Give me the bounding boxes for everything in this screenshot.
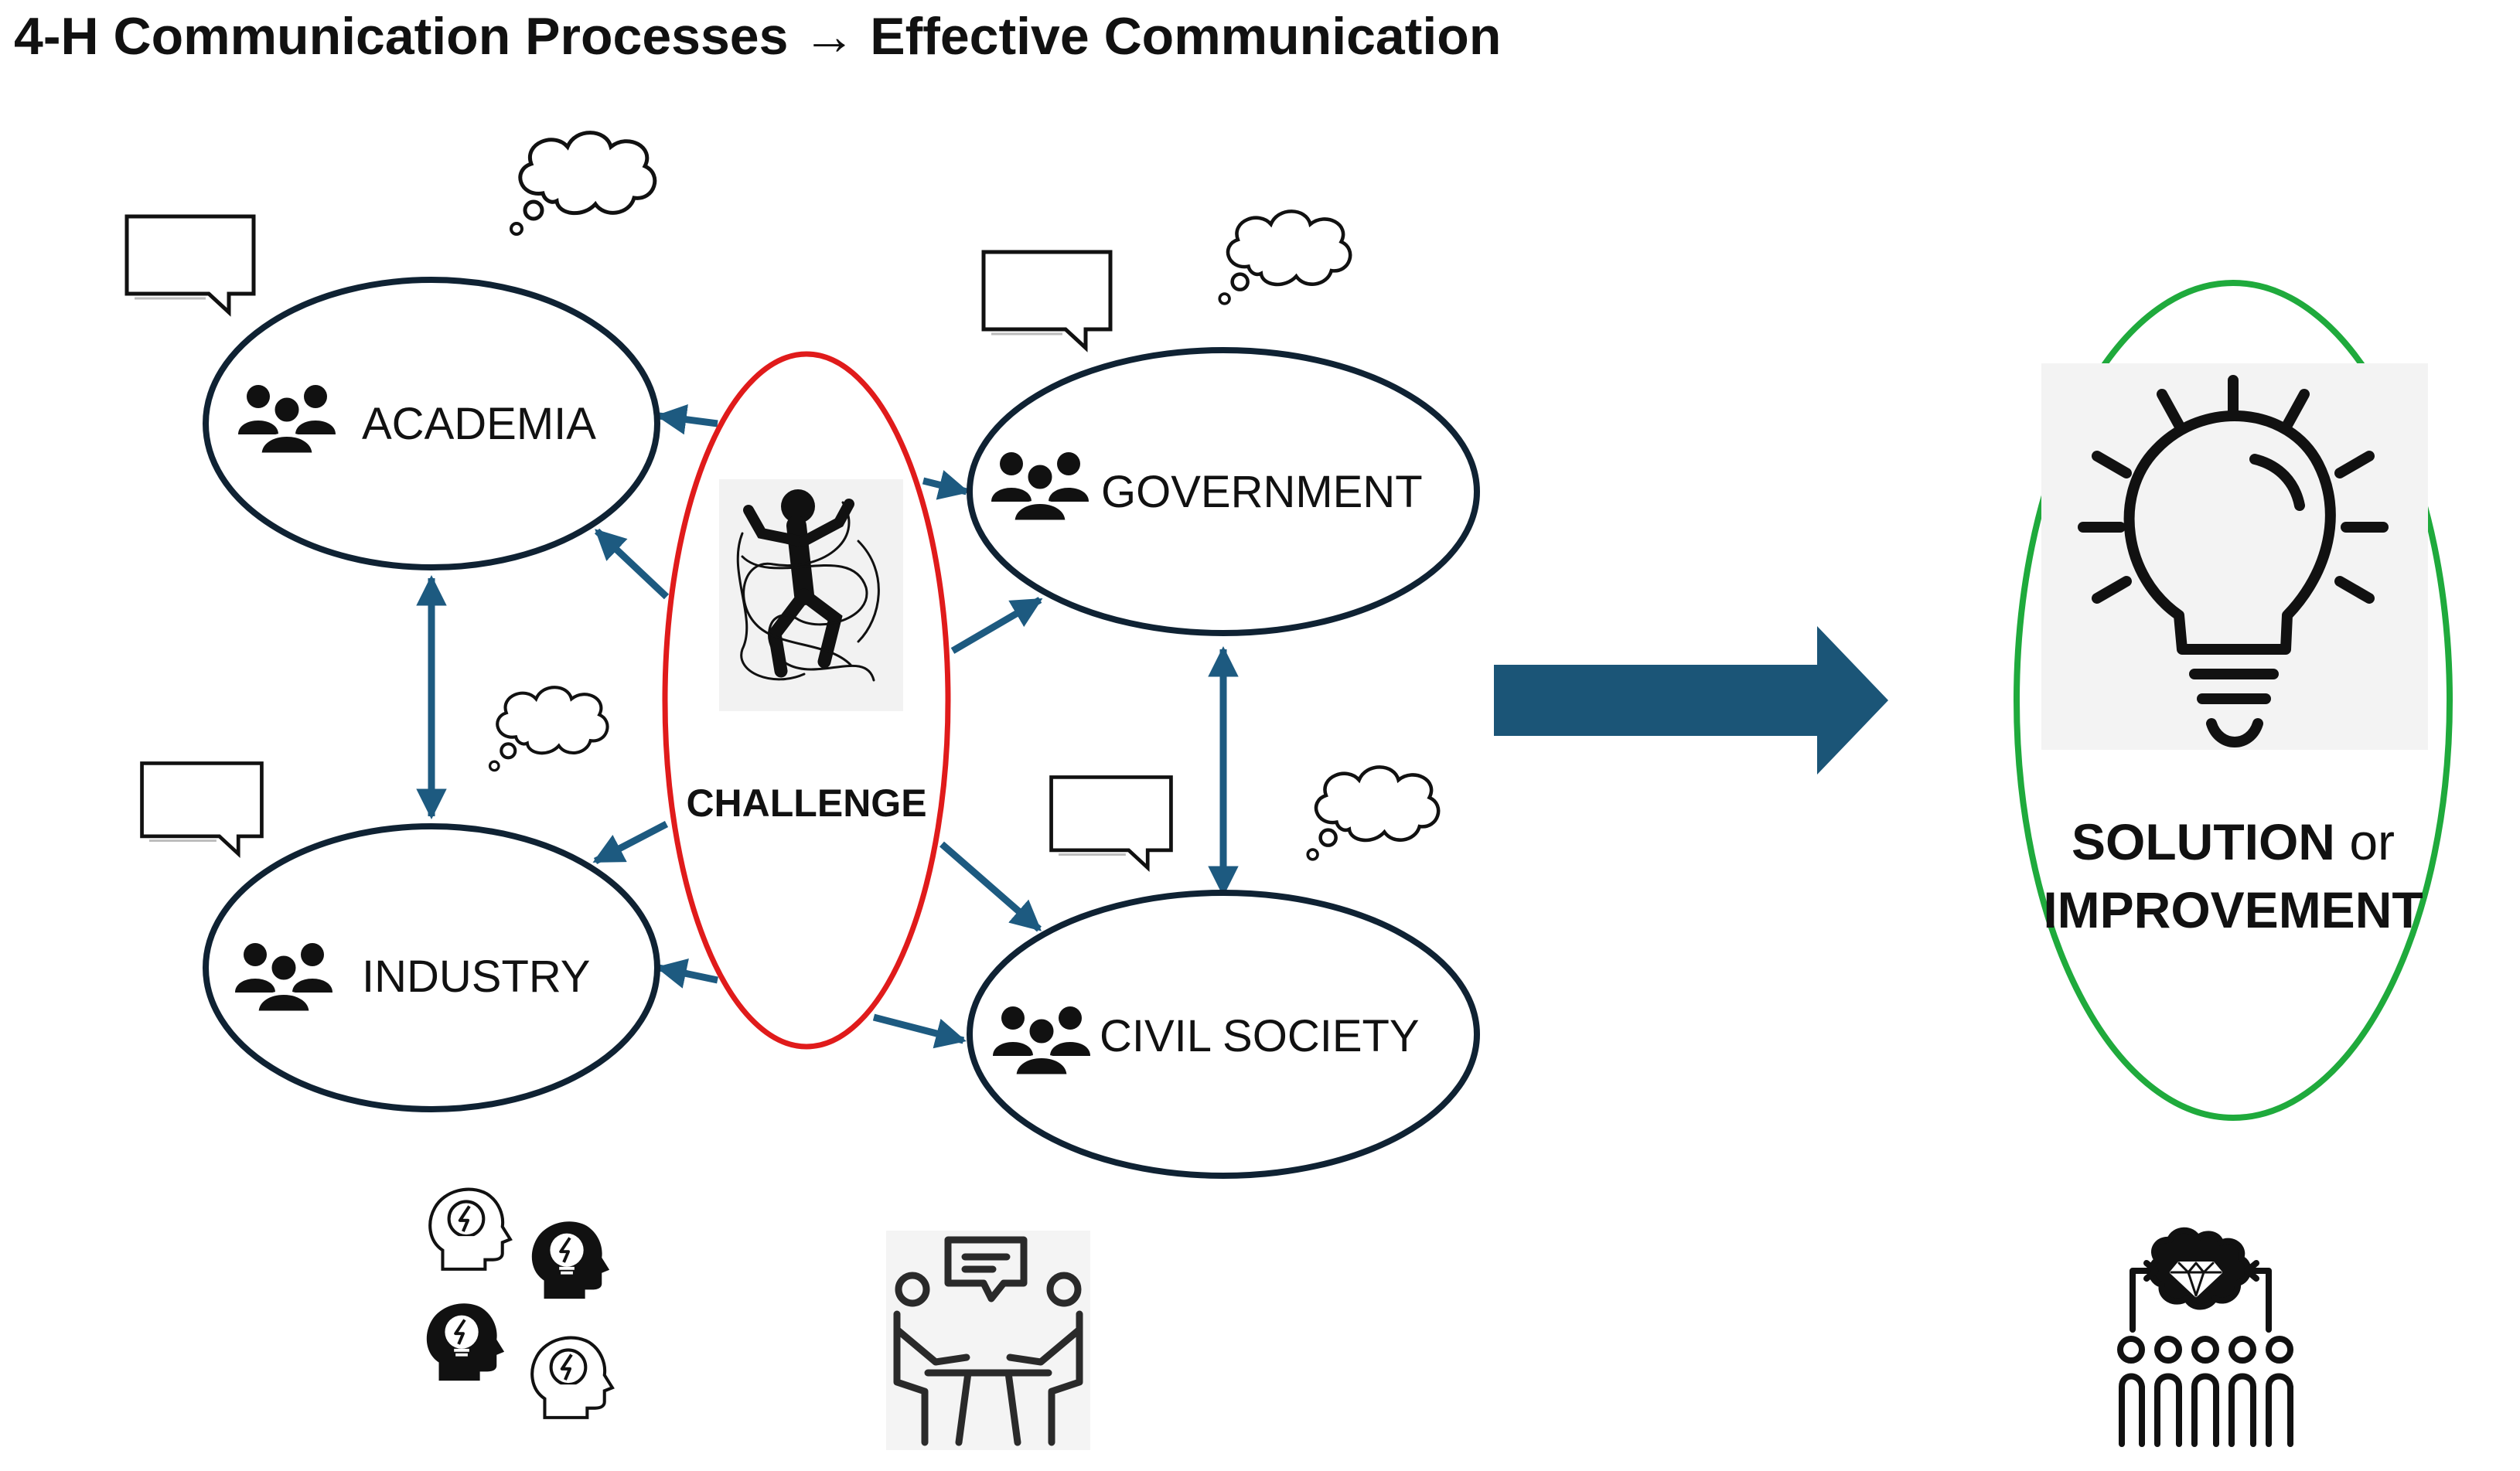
arrow-challenge-to-government-top — [922, 470, 970, 500]
arrow-challenge-to-academia — [594, 528, 670, 600]
speech-bubble-icon — [127, 216, 254, 312]
head-idea-icon — [532, 1338, 612, 1418]
speech-bubble-icon — [142, 763, 262, 853]
team-brain-icon — [2117, 1227, 2293, 1447]
lightbulb-icon — [2041, 363, 2428, 750]
thought-cloud-icon — [1308, 767, 1438, 859]
node-government: GOVERNMENT — [967, 347, 1480, 636]
arrow-challenge-to-civil-society-top — [939, 841, 1042, 932]
improvement-label: IMPROVEMENT — [2043, 881, 2423, 938]
head-idea-icon — [532, 1221, 609, 1299]
title-arrow: → — [803, 7, 856, 66]
node-industry: INDUSTRY — [203, 823, 660, 1112]
solution-node: SOLUTION or IMPROVEMENT — [2014, 280, 2453, 1121]
challenge-node: CHALLENGE — [662, 351, 951, 1050]
title-suffix: Effective Communication — [870, 7, 1502, 66]
meeting-icon — [886, 1231, 1090, 1450]
arrow-challenge-to-academia-top — [656, 404, 718, 435]
head-idea-icon — [427, 1303, 504, 1381]
civil-society-label: CIVIL SOCIETY — [1100, 1011, 1420, 1061]
thought-cloud-icon — [511, 133, 655, 234]
solution-or: or — [2335, 813, 2395, 870]
challenge-label: CHALLENGE — [686, 781, 926, 825]
title-prefix: 4-H Communication Processes — [14, 7, 789, 66]
page-title: 4-H Communication Processes → Effective … — [14, 6, 1501, 66]
thought-cloud-icon — [1219, 211, 1350, 303]
heads-ideas-icon — [427, 1190, 612, 1418]
speech-bubble-icon — [1052, 777, 1171, 867]
solution-label: SOLUTION or — [2072, 813, 2395, 870]
node-civil-society: CIVIL SOCIETY — [967, 890, 1480, 1179]
thought-cloud-icon — [490, 687, 608, 770]
arrow-challenge-to-industry-top — [592, 821, 669, 864]
big-arrow — [1494, 626, 1888, 775]
tangled-person-icon — [719, 479, 903, 711]
industry-label: INDUSTRY — [362, 952, 590, 1002]
arrow-challenge-to-civil-society — [872, 1013, 967, 1049]
arrow-challenge-to-industry — [656, 958, 718, 989]
arrow-challenge-to-government — [950, 597, 1043, 654]
solution-word: SOLUTION — [2072, 813, 2335, 870]
academia-label: ACADEMIA — [362, 399, 596, 449]
node-academia: ACADEMIA — [203, 277, 660, 570]
speech-bubble-icon — [984, 252, 1110, 348]
head-idea-icon — [430, 1190, 510, 1269]
government-label: GOVERNMENT — [1101, 467, 1423, 517]
connector-arrows — [416, 404, 1239, 1049]
